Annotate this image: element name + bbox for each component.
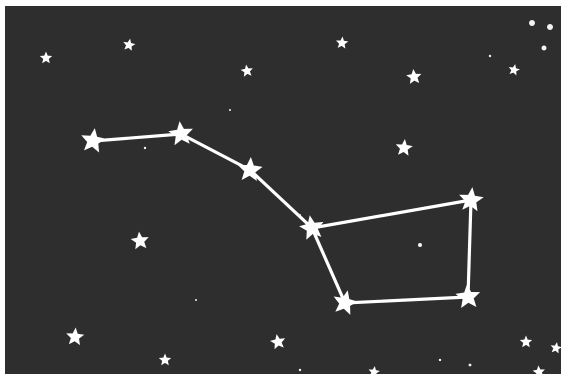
sky-background (5, 6, 561, 374)
tiny-star-12 (229, 109, 231, 111)
tiny-star-11 (299, 369, 301, 371)
tiny-star-1 (529, 20, 535, 26)
tiny-star-10 (469, 364, 472, 367)
tiny-star-5 (418, 243, 422, 247)
tiny-star-2 (547, 24, 553, 30)
tiny-star-7 (195, 299, 197, 301)
tiny-star-9 (439, 359, 441, 361)
tiny-star-6 (144, 147, 146, 149)
tiny-star-8 (299, 214, 301, 216)
tiny-star-3 (542, 46, 547, 51)
tiny-star-4 (489, 55, 491, 57)
